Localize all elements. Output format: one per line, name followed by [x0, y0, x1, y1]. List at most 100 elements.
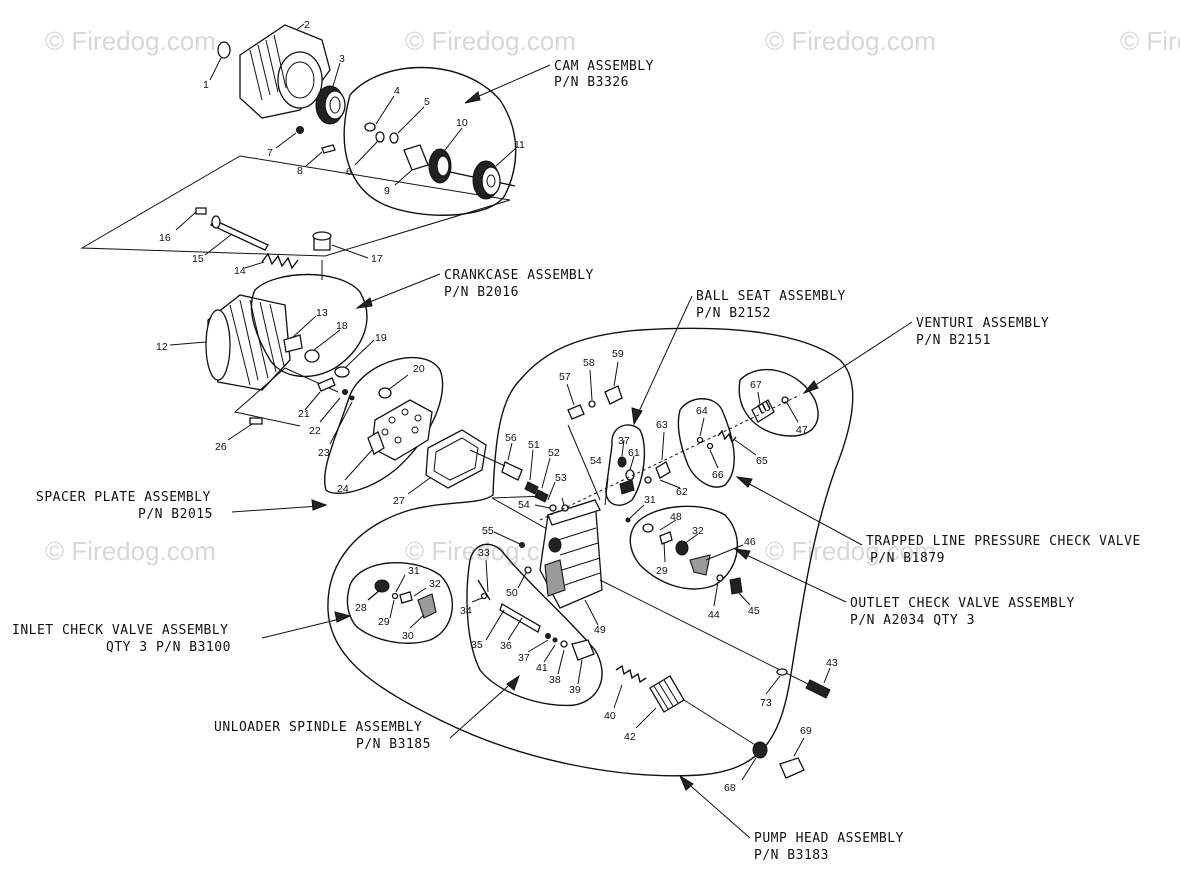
callout-21: 21 — [298, 408, 310, 420]
callout-51: 51 — [528, 439, 540, 451]
callout-20: 20 — [413, 363, 425, 375]
unloader-outline — [466, 543, 603, 707]
callout-39: 39 — [569, 684, 581, 696]
callout-31: 31 — [644, 494, 656, 506]
outlet-check-assembly-name: OUTLET CHECK VALVE ASSEMBLY — [850, 596, 1075, 611]
crankcase-frame — [80, 155, 511, 257]
callout-28: 28 — [355, 602, 367, 614]
watermark: © Firedog.com — [405, 26, 576, 56]
callout-44: 44 — [708, 609, 720, 621]
callout-16: 16 — [159, 232, 171, 244]
inlet-check-outline — [346, 562, 454, 644]
callout-59: 59 — [612, 348, 624, 360]
callout-8: 8 — [297, 165, 303, 177]
trapped-line-assembly-pn: P/N B1879 — [870, 551, 945, 566]
callout-24: 24 — [337, 483, 349, 495]
spacer-plate-outline — [323, 356, 444, 494]
callout-38: 38 — [549, 674, 561, 686]
part-27-gasket — [425, 429, 487, 489]
callout-34: 34 — [460, 605, 472, 617]
callout-45: 45 — [748, 605, 760, 617]
cam-assembly-outline — [343, 66, 517, 216]
callout-40: 40 — [604, 710, 616, 722]
ball-seat-assembly-pn: P/N B2152 — [696, 306, 771, 321]
callout-32: 32 — [429, 578, 441, 590]
spacer-plate-group: SPACER PLATE ASSEMBLY P/N B2015 — [36, 356, 487, 522]
part-65-spring — [717, 429, 737, 444]
part-42-knob — [649, 675, 685, 713]
venturi-assembly-name: VENTURI ASSEMBLY — [916, 316, 1049, 331]
part-11-cam — [472, 160, 501, 200]
callout-23: 23 — [318, 447, 330, 459]
ball-seat-assembly-name: BALL SEAT ASSEMBLY — [696, 289, 846, 304]
callout-2: 2 — [304, 19, 310, 31]
callout-43: 43 — [826, 657, 838, 669]
ball-seat-outline — [605, 424, 646, 506]
crankcase-assembly-name: CRANKCASE ASSEMBLY — [444, 268, 594, 283]
callout-26: 26 — [215, 441, 227, 453]
part-17-plug — [312, 231, 332, 251]
callout-9: 9 — [384, 185, 390, 197]
part-14-spring — [261, 252, 299, 270]
callout-1: 1 — [203, 79, 209, 91]
outlet-check-assembly-pn: P/N A2034 QTY 3 — [850, 613, 975, 628]
crankcase-group: CRANKCASE ASSEMBLY P/N B2016 — [80, 155, 594, 391]
inlet-check-assembly-name: INLET CHECK VALVE ASSEMBLY — [12, 623, 229, 638]
part-3-bearing — [315, 85, 346, 125]
callout-66: 66 — [712, 469, 724, 481]
callout-37: 37 — [518, 652, 530, 664]
part-10 — [428, 148, 452, 184]
part-49-pump-head — [539, 499, 603, 609]
cam-assembly-pn: P/N B3326 — [554, 75, 629, 90]
callout-5: 5 — [424, 96, 430, 108]
crankcase-outline — [250, 273, 368, 378]
callout-22: 22 — [309, 425, 321, 437]
pump-head-assembly-name: PUMP HEAD ASSEMBLY — [754, 831, 904, 846]
callout-53: 53 — [555, 472, 567, 484]
watermark: © Firedog.com — [765, 26, 936, 56]
crankcase-assembly-pn: P/N B2016 — [444, 285, 519, 300]
callout-54: 54 — [590, 455, 602, 467]
callout-65: 65 — [756, 455, 768, 467]
part-12-crankcase — [205, 294, 291, 391]
callout-numbers: 1 2 3 4 5 6 7 8 9 10 11 12 13 14 15 16 1… — [156, 19, 838, 794]
pump-head-outline — [327, 327, 854, 777]
callout-29: 29 — [656, 565, 668, 577]
callout-27: 27 — [393, 495, 405, 507]
callout-50: 50 — [506, 587, 518, 599]
callout-17: 17 — [371, 253, 383, 265]
callout-69: 69 — [800, 725, 812, 737]
part-2-housing — [239, 24, 331, 119]
callout-31: 31 — [408, 565, 420, 577]
part-67 — [751, 399, 775, 423]
callout-37: 37 — [618, 435, 630, 447]
unloader-assembly-name: UNLOADER SPINDLE ASSEMBLY — [214, 720, 422, 735]
callout-68: 68 — [724, 782, 736, 794]
spacer-plate-assembly-name: SPACER PLATE ASSEMBLY — [36, 490, 211, 505]
outlet-check-outline — [629, 505, 739, 590]
watermark: © Firedog.com — [45, 536, 216, 566]
cam-group: CAM ASSEMBLY P/N B3326 — [209, 23, 654, 216]
callout-47: 47 — [796, 424, 808, 436]
callout-63: 63 — [656, 419, 668, 431]
callout-35: 35 — [471, 639, 483, 651]
cam-assembly-name: CAM ASSEMBLY — [554, 59, 654, 74]
callout-13: 13 — [316, 307, 328, 319]
callout-41: 41 — [536, 662, 548, 674]
callout-4: 4 — [394, 85, 400, 97]
callout-67: 67 — [750, 379, 762, 391]
callout-54: 54 — [518, 499, 530, 511]
callout-19: 19 — [375, 332, 387, 344]
callout-14: 14 — [234, 265, 246, 277]
pump-head-assembly-pn: P/N B3183 — [754, 848, 829, 863]
watermark: © Firedog.com — [765, 536, 936, 566]
callout-30: 30 — [402, 630, 414, 642]
spacer-plate-assembly-pn: P/N B2015 — [138, 507, 213, 522]
venturi-outline — [738, 368, 819, 437]
part-1-oring — [217, 41, 231, 59]
part-24-spacer-plate — [367, 399, 433, 461]
callout-3: 3 — [339, 53, 345, 65]
pump-head-group: BALL SEAT ASSEMBLY P/N B2152 VENTURI ASS… — [12, 289, 1140, 863]
watermark: © Firedog.com — [1120, 26, 1180, 56]
